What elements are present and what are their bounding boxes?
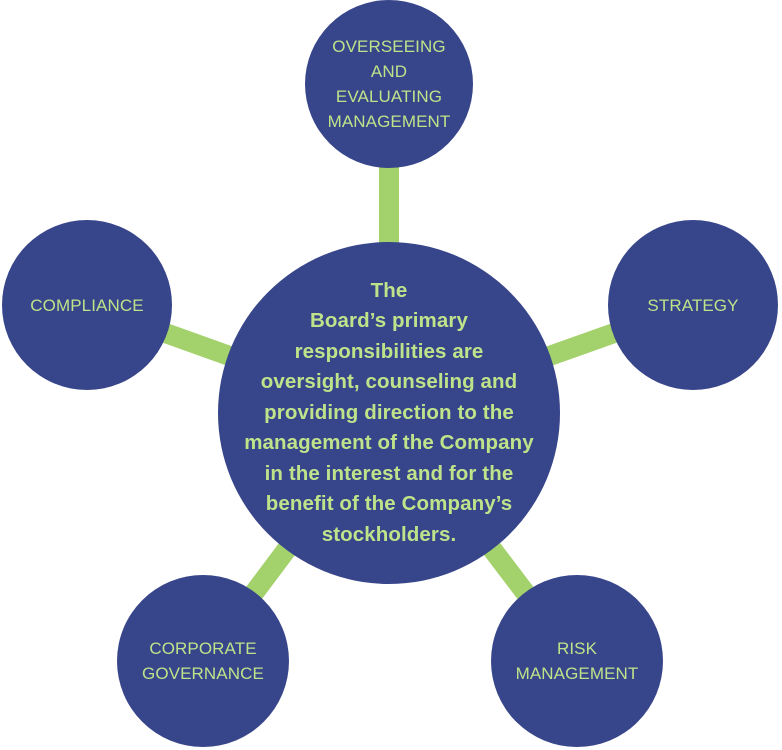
node-corporate-governance: CORPORATE GOVERNANCE [117,575,289,747]
node-overseeing-label: OVERSEEING AND EVALUATING MANAGEMENT [327,37,451,131]
node-compliance: COMPLIANCE [2,220,172,390]
node-risk-management-label: RISK MANAGEMENT [515,639,639,683]
node-corporate-governance-label: CORPORATE GOVERNANCE [142,639,264,683]
node-compliance-label: COMPLIANCE [30,295,144,315]
center-node-text: The Board’s primary responsibilities are… [244,278,534,546]
node-strategy: STRATEGY [608,220,778,390]
node-overseeing-evaluating-management: OVERSEEING AND EVALUATING MANAGEMENT [305,0,473,168]
node-risk-management: RISK MANAGEMENT [491,575,663,747]
node-strategy-label: STRATEGY [647,295,739,315]
center-node: The Board’s primary responsibilities are… [218,242,560,584]
